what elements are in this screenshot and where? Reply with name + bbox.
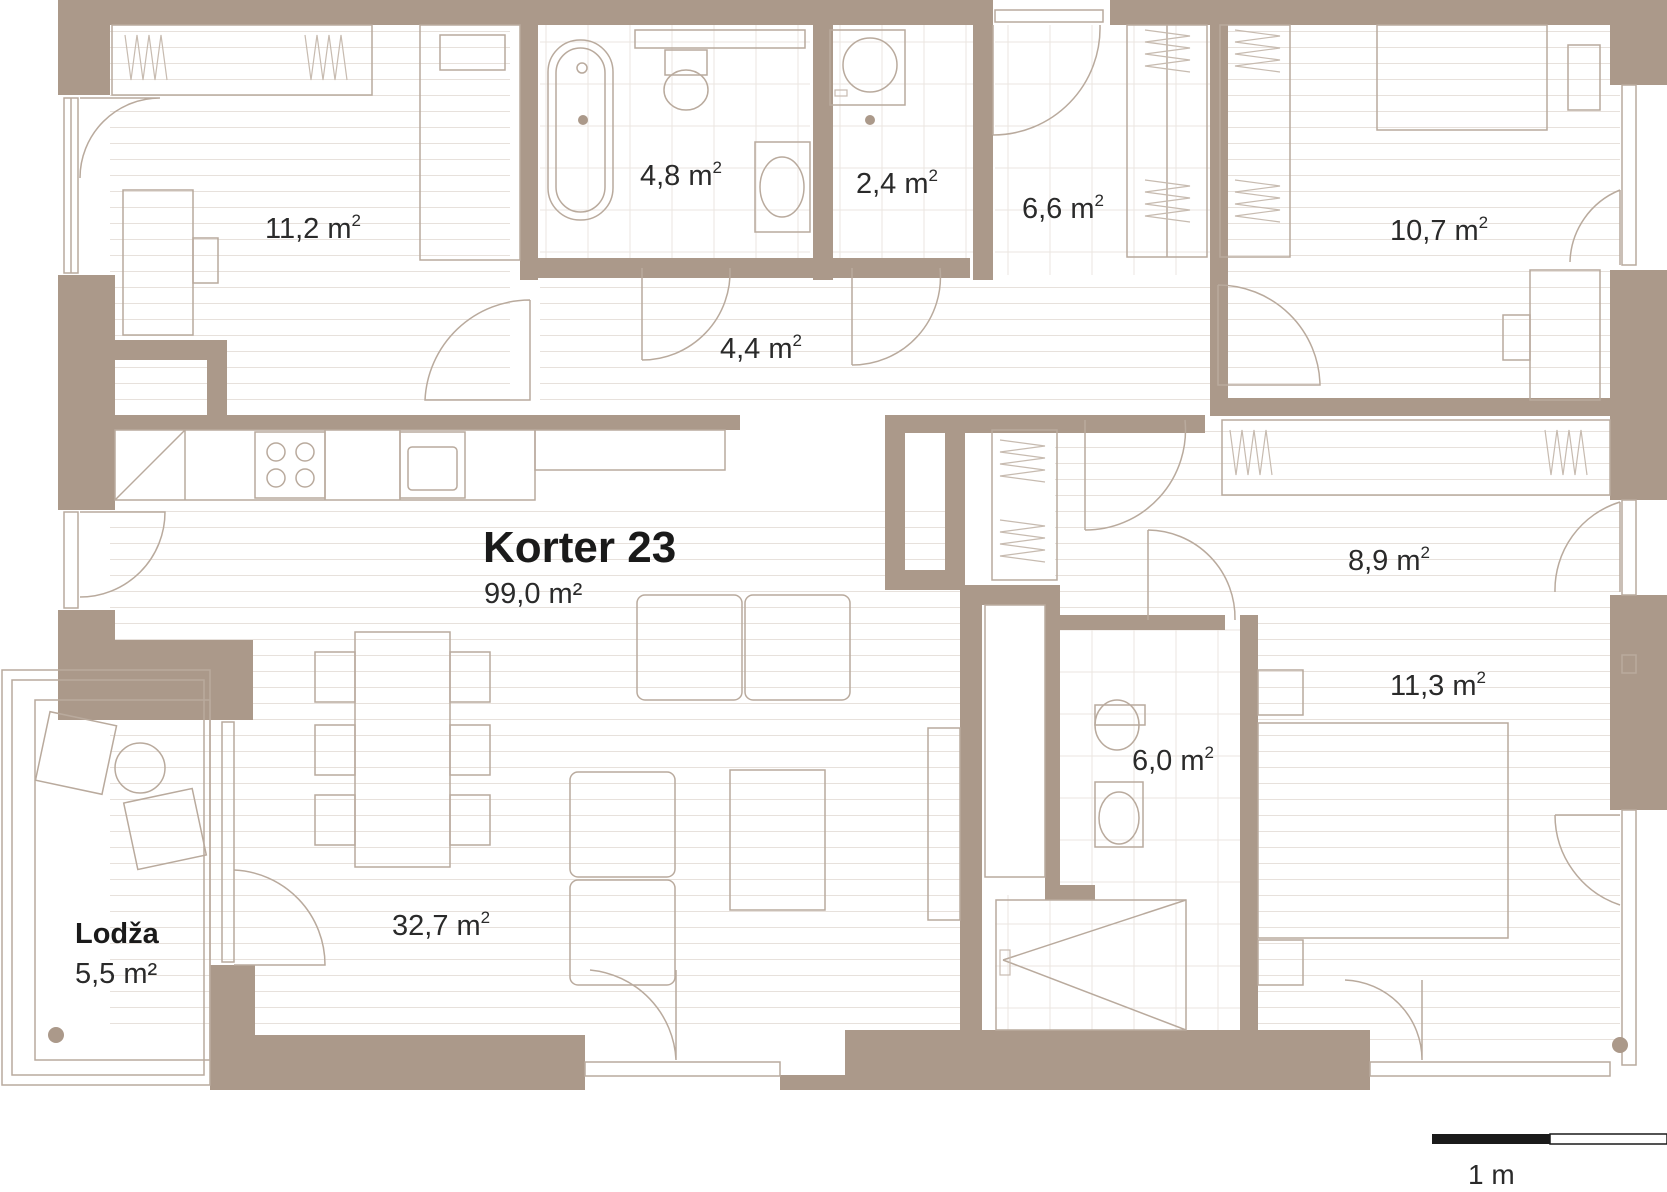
loggia xyxy=(1,669,211,1086)
living-room-furniture xyxy=(314,594,961,986)
scale-bar-label: 1 m xyxy=(1468,1159,1515,1190)
bathroom-2-fixtures xyxy=(984,604,1187,1031)
scale-bar: 1 m xyxy=(1432,1133,1667,1190)
kitchen xyxy=(114,429,726,501)
area-bathroom-2: 6,0 m2 xyxy=(1132,743,1214,777)
drain-icon xyxy=(578,115,588,125)
windows xyxy=(63,9,1637,1077)
area-hallway: 4,4 m2 xyxy=(720,331,802,365)
bedroom-right-top-furniture xyxy=(1376,24,1601,401)
apartment-name: Korter 23 xyxy=(483,523,676,572)
loggia-label: Lodža xyxy=(75,918,160,950)
apartment-total-area: 99,0 m² xyxy=(484,578,583,610)
area-living: 32,7 m2 xyxy=(392,908,490,942)
area-wc: 2,4 m2 xyxy=(856,166,938,200)
walls xyxy=(58,0,1667,1090)
doors xyxy=(79,24,1621,1061)
area-bedroom-right-top: 10,7 m2 xyxy=(1390,213,1488,247)
bedroom-left-furniture xyxy=(111,24,521,336)
loggia-area: 5,5 m² xyxy=(75,958,158,990)
floor-finish xyxy=(110,25,1620,1040)
area-bedroom-right-bottom: 11,3 m2 xyxy=(1390,668,1486,702)
area-bathroom: 4,8 m2 xyxy=(640,158,722,192)
wardrobes xyxy=(991,24,1611,581)
bedroom-right-bottom-furniture xyxy=(1257,654,1637,1053)
area-corridor-right: 8,9 m2 xyxy=(1348,543,1430,577)
bathroom-fixtures xyxy=(547,29,906,233)
area-wardrobe: 6,6 m2 xyxy=(1022,191,1104,225)
area-bedroom-left: 11,2 m2 xyxy=(265,211,361,245)
drain-icon xyxy=(865,115,875,125)
